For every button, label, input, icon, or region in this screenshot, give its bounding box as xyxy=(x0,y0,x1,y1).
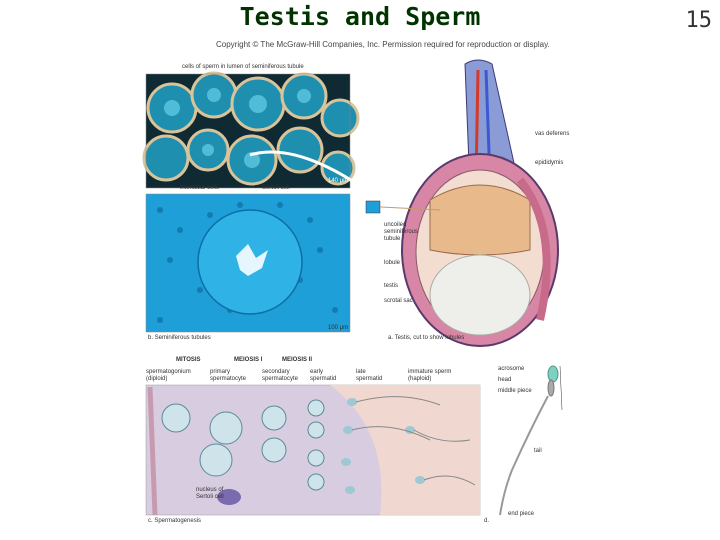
micrograph-bottom-caption: b. Seminiferous tubules xyxy=(148,335,211,341)
micrograph-top-scale: 140 µm xyxy=(328,178,349,184)
interstitial-cells-label: interstitial cells xyxy=(180,185,220,191)
sperm-label-end-piece: end piece xyxy=(508,511,535,517)
page-number: 15 xyxy=(685,8,713,33)
sperm-label-acrosome: acrosome xyxy=(498,366,525,372)
spermatogenesis-caption: c. Spermatogenesis xyxy=(148,518,202,524)
copyright-notice: Copyright © The McGraw-Hill Companies, I… xyxy=(216,40,550,49)
phase-mitosis: MITOSIS xyxy=(176,357,201,363)
stage-spermatogonium: spermatogonium(diploid) xyxy=(146,369,191,382)
slide-title: Testis and Sperm xyxy=(239,2,481,31)
sperm-label-tail: tail xyxy=(534,448,542,454)
micrograph-bottom-scale: 100 µm xyxy=(328,325,349,331)
phase-meiosis-2: MEIOSIS II xyxy=(282,357,313,363)
stage-immature-sperm: immature sperm(haploid) xyxy=(408,369,452,382)
testis-label-lobule: lobule xyxy=(384,260,401,266)
sertoli-cell-label: Sertoli cell xyxy=(262,185,290,191)
phase-meiosis-1: MEIOSIS I xyxy=(234,357,263,363)
sperm-label-middle-piece: middle piece xyxy=(498,388,532,394)
testis-label-vas-deferens: vas deferens xyxy=(535,131,570,137)
testis-label-testis: testis xyxy=(384,283,399,289)
sertoli-nucleus-label: nucleus of Sertoli cell xyxy=(196,487,224,500)
testis-label-epididymis: epididymis xyxy=(535,160,564,166)
micrograph-top-caption: cells of sperm in lumen of seminiferous … xyxy=(182,64,304,70)
testis-label-scrotal-sac: scrotal sac xyxy=(384,298,413,304)
sperm-caption: d. xyxy=(484,518,490,524)
testis-caption: a. Testis, cut to show lobules xyxy=(388,335,465,341)
testis-label-uncoiled-tubule: uncoiled seminiferous tubule xyxy=(384,222,419,242)
sperm-label-head: head xyxy=(498,377,512,383)
